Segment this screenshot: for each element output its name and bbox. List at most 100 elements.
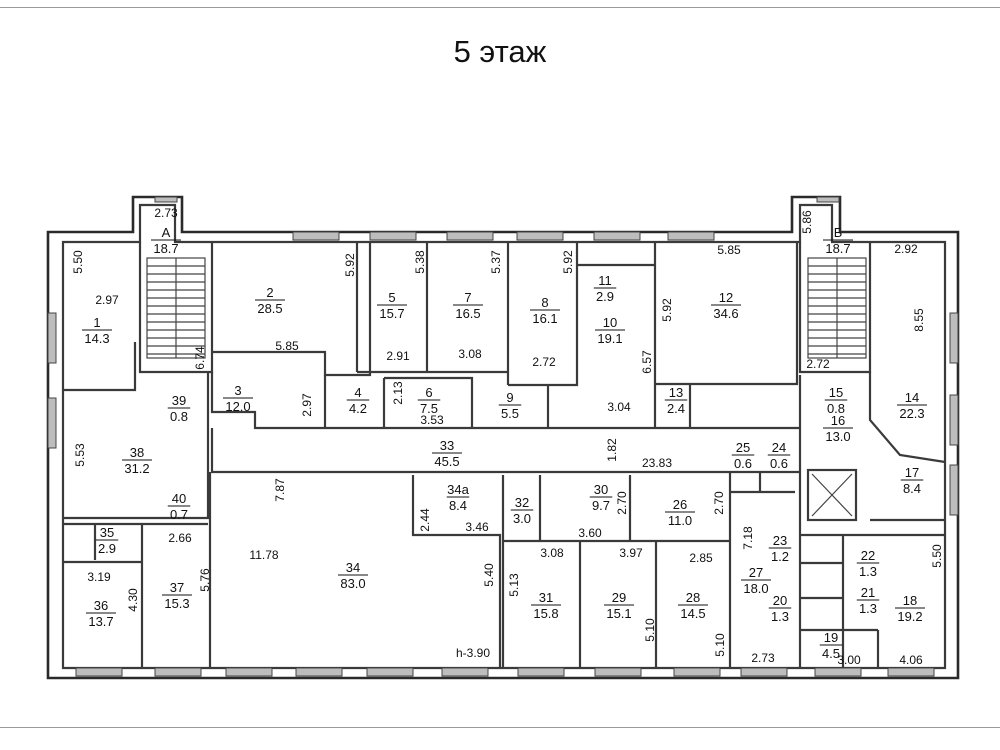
- dimension-label: 3.00: [837, 653, 861, 667]
- room-label: А18.7: [151, 225, 181, 256]
- room-number: 12: [719, 290, 733, 305]
- dimension-label: 8.55: [912, 308, 926, 332]
- room-number: 17: [905, 465, 919, 480]
- room-number: 5: [388, 290, 395, 305]
- room-label: 390.8: [167, 393, 191, 424]
- room-number: 38: [130, 445, 144, 460]
- dimension-label: 5.92: [660, 298, 674, 322]
- dimension-label: 5.10: [643, 618, 657, 642]
- room-area: 7.5: [420, 401, 438, 416]
- room-area: 22.3: [899, 406, 924, 421]
- dimension-label: 5.10: [713, 633, 727, 657]
- room-number: 18: [903, 593, 917, 608]
- room-label: 112.9: [593, 273, 617, 304]
- room-area: 15.7: [379, 306, 404, 321]
- room-area: 13.0: [825, 429, 850, 444]
- room-area: 16.5: [455, 306, 480, 321]
- room-number: 34: [346, 560, 360, 575]
- room-number: Б: [834, 225, 843, 240]
- room-number: 2: [266, 285, 273, 300]
- room-area: 1.3: [859, 564, 877, 579]
- room-number: 30: [594, 482, 608, 497]
- room-label: 515.7: [377, 290, 407, 321]
- room-label: 312.0: [223, 383, 253, 414]
- room-number: 36: [94, 598, 108, 613]
- room-number: 31: [539, 590, 553, 605]
- room-label: 231.2: [768, 533, 792, 564]
- interior-walls: [63, 242, 946, 668]
- room-number: 8: [541, 295, 548, 310]
- room-number: 22: [861, 548, 875, 563]
- room-area: 8.4: [449, 498, 467, 513]
- room-label: 250.6: [731, 440, 755, 471]
- dimension-label: 2.13: [391, 381, 405, 405]
- dimension-label: 5.40: [482, 563, 496, 587]
- room-number: 29: [612, 590, 626, 605]
- room-label: 194.5: [819, 630, 843, 661]
- room-area: 1.3: [771, 609, 789, 624]
- dimension-label: h-3.90: [456, 646, 490, 660]
- room-number: 10: [603, 315, 617, 330]
- dimension-label: 3.04: [607, 400, 631, 414]
- dimension-label: 7.87: [273, 478, 287, 502]
- dimension-label: 3.19: [87, 570, 111, 584]
- dimension-label: 2.70: [712, 491, 726, 515]
- room-area: 14.3: [84, 331, 109, 346]
- room-area: 18.7: [825, 241, 850, 256]
- room-area: 4.2: [349, 401, 367, 416]
- room-label: 67.5: [417, 385, 441, 416]
- room-label: 44.2: [346, 385, 370, 416]
- dimension-label: 4.06: [899, 653, 923, 667]
- room-number: 27: [749, 565, 763, 580]
- dimension-label: 6.57: [640, 350, 654, 374]
- room-label: 228.5: [255, 285, 285, 316]
- room-area: 3.0: [513, 511, 531, 526]
- room-number: 33: [440, 438, 454, 453]
- room-number: 9: [506, 390, 513, 405]
- room-area: 19.1: [597, 331, 622, 346]
- room-label: 211.3: [856, 585, 880, 616]
- dimension-label: 2.97: [300, 393, 314, 417]
- room-number: 34а: [447, 482, 469, 497]
- room-label: 716.5: [453, 290, 483, 321]
- top-rule: [0, 7, 1000, 8]
- dimension-label: 2.73: [751, 651, 775, 665]
- room-number: 24: [772, 440, 786, 455]
- room-label: 400.7: [167, 491, 191, 522]
- room-number: 35: [100, 525, 114, 540]
- room-area: 15.1: [606, 606, 631, 621]
- bottom-rule: [0, 727, 1000, 728]
- room-label: 132.4: [664, 385, 688, 416]
- windows: [47, 196, 959, 677]
- dimension-label: 5.85: [275, 339, 299, 353]
- dimension-label: 3.08: [458, 347, 482, 361]
- room-number: 25: [736, 440, 750, 455]
- room-area: 34.6: [713, 306, 738, 321]
- room-number: А: [162, 225, 171, 240]
- room-area: 18.0: [743, 581, 768, 596]
- room-area: 4.5: [822, 646, 840, 661]
- room-number: 20: [773, 593, 787, 608]
- dimension-label: 3.60: [578, 526, 602, 540]
- dimension-label: 2.72: [806, 357, 830, 371]
- dimension-label: 5.53: [73, 443, 87, 467]
- dimension-label: 5.85: [717, 243, 741, 257]
- room-number: 19: [824, 630, 838, 645]
- room-area: 2.4: [667, 401, 685, 416]
- room-area: 1.3: [859, 601, 877, 616]
- dimension-label: 11.78: [249, 548, 278, 562]
- room-number: 14: [905, 390, 919, 405]
- dimension-label: 2.73: [154, 206, 178, 220]
- room-label: 201.3: [768, 593, 792, 624]
- room-label: 352.9: [95, 525, 119, 556]
- stairs-b-icon: [807, 257, 867, 359]
- dimension-label: 2.92: [894, 242, 918, 256]
- dimension-label: 5.86: [800, 210, 814, 234]
